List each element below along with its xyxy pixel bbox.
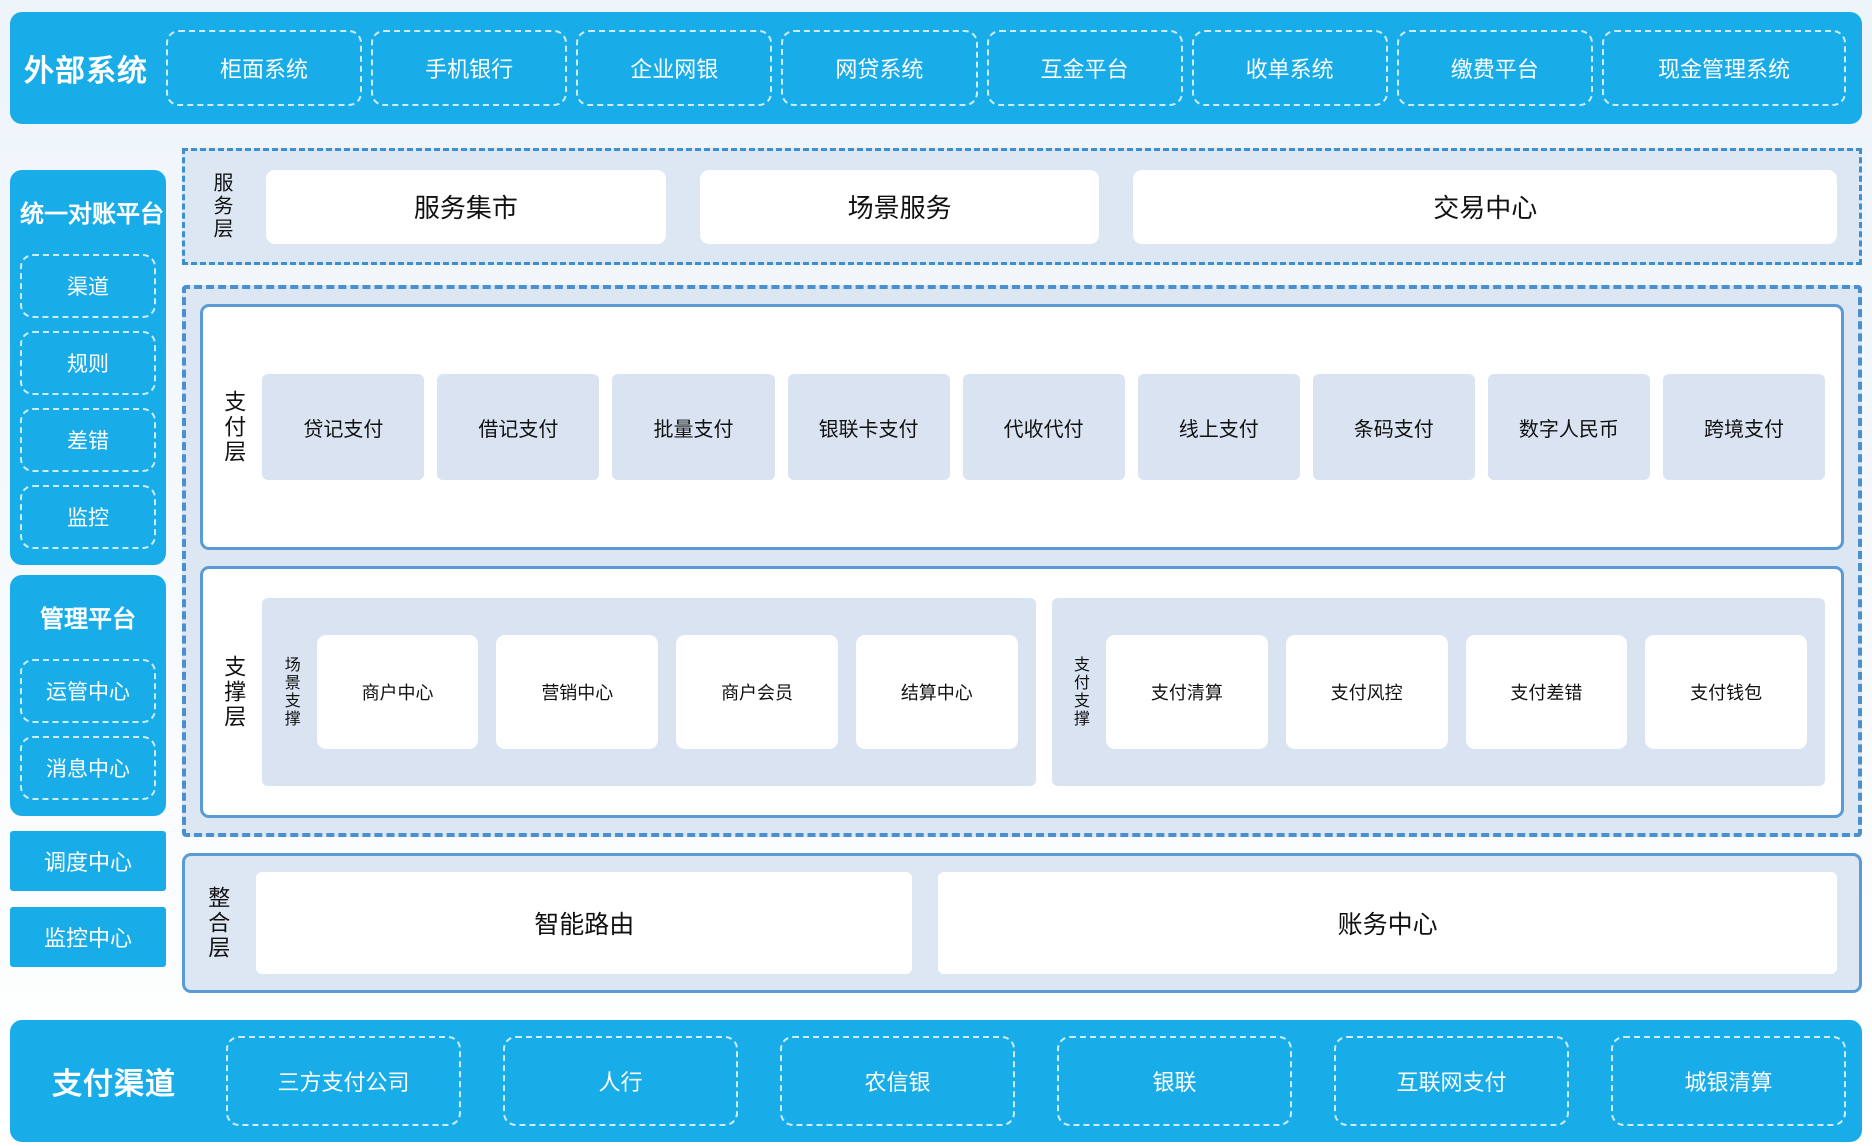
reconciliation-platform-card: 统一对账平台 渠道 规则 差错 监控 (10, 170, 166, 565)
left-sidebar: 统一对账平台 渠道 规则 差错 监控 管理平台 运管中心 消息中心 调度中心 监… (10, 170, 166, 967)
external-system-item: 现金管理系统 (1601, 30, 1847, 106)
integration-item: 账务中心 (938, 872, 1837, 974)
payment-channel-item: 农信银 (780, 1036, 1015, 1126)
external-system-item: 收单系统 (1191, 30, 1388, 106)
middle-zone: 统一对账平台 渠道 规则 差错 监控 管理平台 运管中心 消息中心 调度中心 监… (10, 143, 1862, 993)
management-item: 运管中心 (20, 659, 156, 723)
reconciliation-item: 规则 (20, 331, 156, 395)
payment-layer: 支付层 贷记支付 借记支付 批量支付 银联卡支付 代收代付 线上支付 条码支付 … (200, 304, 1844, 550)
dispatch-center-box: 调度中心 (10, 831, 166, 891)
payment-channels-items: 三方支付公司 人行 农信银 银联 互联网支付 城银清算 (226, 1036, 1846, 1126)
payment-channel-item: 互联网支付 (1334, 1036, 1569, 1126)
architecture-diagram: 外部系统 柜面系统 手机银行 企业网银 网贷系统 互金平台 收单系统 缴费平台 … (10, 12, 1862, 1142)
payment-layer-label: 支付层 (221, 389, 247, 465)
payment-item: 跨境支付 (1662, 374, 1825, 480)
service-layer: 服务层 服务集市 场景服务 交易中心 (182, 148, 1862, 265)
external-systems-items: 柜面系统 手机银行 企业网银 网贷系统 互金平台 收单系统 缴费平台 现金管理系… (166, 30, 1847, 106)
scene-support-item: 商户中心 (316, 635, 479, 749)
external-system-item: 缴费平台 (1396, 30, 1593, 106)
payment-support-group: 支付支撑 支付清算 支付风控 支付差错 支付钱包 (1051, 598, 1826, 786)
integration-layer: 整合层 智能路由 账务中心 (182, 853, 1862, 993)
reconciliation-item: 差错 (20, 408, 156, 472)
payment-item: 代收代付 (962, 374, 1125, 480)
service-item: 服务集市 (266, 169, 666, 244)
external-system-item: 互金平台 (986, 30, 1183, 106)
payment-channel-item: 三方支付公司 (226, 1036, 461, 1126)
payment-support-item: 支付钱包 (1645, 635, 1808, 749)
payment-channels-title: 支付渠道 (52, 1068, 176, 1101)
scene-support-item: 商户会员 (676, 635, 838, 749)
external-system-item: 手机银行 (371, 30, 568, 106)
integration-layer-label: 整合层 (205, 885, 231, 961)
payment-item: 贷记支付 (262, 374, 425, 480)
service-item: 交易中心 (1133, 169, 1837, 244)
payment-channel-item: 城银清算 (1611, 1036, 1846, 1126)
payment-item: 批量支付 (612, 374, 775, 480)
management-platform-card: 管理平台 运管中心 消息中心 (10, 575, 166, 816)
payment-channel-item: 银联 (1057, 1036, 1292, 1126)
external-system-item: 企业网银 (576, 30, 773, 106)
payment-support-item: 支付差错 (1465, 635, 1628, 749)
payment-items: 贷记支付 借记支付 批量支付 银联卡支付 代收代付 线上支付 条码支付 数字人民… (262, 374, 1825, 480)
management-platform-title: 管理平台 (40, 606, 136, 633)
payment-support-label: 支付支撑 (1071, 656, 1089, 728)
integration-item: 智能路由 (256, 872, 913, 974)
support-groups: 场景支撑 商户中心 营销中心 商户会员 结算中心 支付支撑 支付清算 支付风控 … (262, 598, 1826, 786)
monitor-center-box: 监控中心 (10, 907, 166, 967)
scene-support-item: 营销中心 (496, 635, 659, 749)
main-layers: 服务层 服务集市 场景服务 交易中心 支付层 贷记支付 借记支付 批量支付 银联… (182, 148, 1862, 993)
payment-item: 线上支付 (1137, 374, 1300, 480)
core-layers-container: 支付层 贷记支付 借记支付 批量支付 银联卡支付 代收代付 线上支付 条码支付 … (182, 285, 1862, 837)
payment-support-item: 支付风控 (1285, 635, 1448, 749)
service-item: 场景服务 (699, 169, 1100, 244)
payment-channel-item: 人行 (503, 1036, 738, 1126)
external-systems-bar: 外部系统 柜面系统 手机银行 企业网银 网贷系统 互金平台 收单系统 缴费平台 … (10, 12, 1862, 124)
payment-support-item: 支付清算 (1106, 635, 1268, 749)
payment-item: 借记支付 (437, 374, 600, 480)
scene-support-group: 场景支撑 商户中心 营销中心 商户会员 结算中心 (262, 598, 1036, 786)
external-system-item: 柜面系统 (166, 30, 363, 106)
scene-support-label: 场景支撑 (281, 656, 299, 728)
payment-item: 银联卡支付 (787, 374, 950, 480)
support-layer-label: 支撑层 (221, 654, 247, 730)
support-layer: 支撑层 场景支撑 商户中心 营销中心 商户会员 结算中心 支付支撑 支付清算 (200, 566, 1844, 818)
management-item: 消息中心 (20, 736, 156, 800)
payment-channels-bar: 支付渠道 三方支付公司 人行 农信银 银联 互联网支付 城银清算 (10, 1020, 1862, 1142)
scene-support-item: 结算中心 (855, 635, 1018, 749)
service-layer-label: 服务层 (210, 172, 232, 241)
reconciliation-item: 渠道 (20, 254, 156, 318)
payment-item: 数字人民币 (1487, 374, 1650, 480)
external-system-item: 网贷系统 (781, 30, 978, 106)
reconciliation-item: 监控 (20, 485, 156, 549)
reconciliation-platform-title: 统一对账平台 (20, 201, 164, 228)
payment-item: 条码支付 (1312, 374, 1475, 480)
external-systems-title: 外部系统 (24, 55, 148, 88)
